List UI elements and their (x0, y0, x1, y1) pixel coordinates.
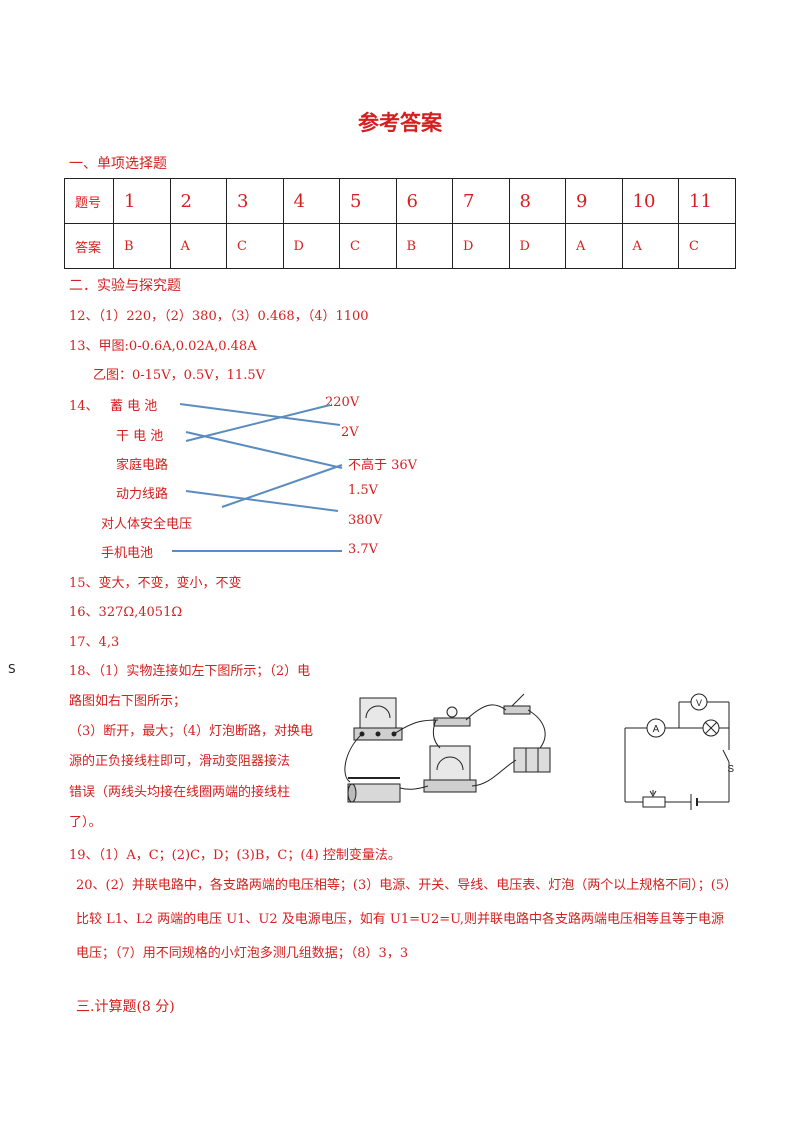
answer-q18-line: 源的正负接线柱即可，滑动变阻器接法 (69, 754, 291, 769)
answer-q15: 15、变大，不变，变小，不变 (69, 576, 242, 591)
switch-device (503, 705, 531, 715)
table-cell-answer: A (621, 223, 679, 269)
match-line (185, 431, 343, 469)
q14-left-item: 对人体安全电压 (101, 517, 193, 532)
voltmeter-device (429, 745, 471, 781)
answer-q18-line: 路图如右下图所示； (69, 694, 187, 709)
table-cell-answer: C (339, 223, 397, 269)
table-header-answer: 答案 (64, 223, 114, 269)
answer-q20-line: 20、(2）并联电路中，各支路两端的电压相等；(3）电源、开关、导线、电压表、灯… (76, 878, 738, 893)
battery-device (513, 747, 551, 773)
ammeter-dial (365, 705, 391, 719)
physical-circuit-illustration (344, 693, 551, 803)
answer-q17: 17、4,3 (69, 635, 120, 650)
table-cell-number: 6 (395, 178, 453, 224)
q14-left-item: 蓄 电 池 (110, 399, 158, 414)
answer-q16: 16、327Ω,4051Ω (69, 605, 183, 620)
answer-q12: 12、（1）220，（2）380，（3）0.468，（4）1100 (69, 309, 369, 324)
q14-left-item: 家庭电路 (116, 458, 169, 473)
circuit-schematic: A V S (624, 693, 734, 810)
ammeter-label: A (653, 724, 660, 735)
q14-matching-lines (172, 403, 343, 552)
section-heading-calc: 三.计算题(8 分) (76, 999, 175, 1015)
table-cell-number: 8 (508, 178, 566, 224)
q14-left-item: 手机电池 (101, 546, 154, 561)
q14-left-item: 干 电 池 (116, 429, 164, 444)
answer-q13-line1: 13、甲图:0-0.6A,0.02A,0.48A (69, 339, 257, 354)
voltmeter-symbol (690, 693, 708, 711)
q14-right-item: 2V (341, 425, 359, 440)
answer-q18-line: 18、（1）实物连接如左下图所示；（2）电 (69, 664, 311, 679)
ammeter-symbol (646, 718, 666, 738)
table-cell-answer: A (565, 223, 623, 269)
match-line (185, 490, 339, 512)
answer-q18-line: 错误（两线头均接在线圈两端的接线柱 (69, 785, 291, 800)
answer-q20-line: 比较 L1、L2 两端的电压 U1、U2 及电源电压，如有 U1=U2=U,则并… (76, 912, 725, 927)
q14-right-item: 220V (325, 395, 360, 410)
table-row-answers: 答案 B A C D C B D D A A C (64, 223, 736, 269)
table-row-numbers: 题号 1 2 3 4 5 6 7 8 9 10 11 (64, 178, 736, 224)
section-heading-experiment: 二．实验与探究题 (69, 278, 181, 294)
answer-q19: 19、（1）A，C；(2)C，D；(3)B，C；(4) 控制变量法。 (69, 848, 401, 863)
match-line (221, 464, 343, 508)
match-line (185, 404, 331, 442)
table-cell-answer: C (678, 223, 736, 269)
section-heading-choice: 一、单项选择题 (69, 156, 167, 172)
answer-q20-line: 电压；（7）用不同规格的小灯泡多测几组数据；（8）3，3 (76, 946, 409, 961)
table-cell-answer: D (508, 223, 566, 269)
answer-q18-line: （3）断开，最大；（4）灯泡断路，对换电 (69, 724, 314, 739)
table-cell-number: 10 (621, 178, 679, 224)
table-cell-answer: C (226, 223, 284, 269)
page-title: 参考答案 (358, 110, 442, 135)
table-cell-answer: D (282, 223, 340, 269)
bulb-device (446, 706, 458, 718)
match-line (179, 403, 341, 426)
q14-right-item: 1.5V (348, 483, 379, 498)
table-cell-number: 4 (282, 178, 340, 224)
rheostat-symbol (642, 796, 666, 808)
margin-mark: S (8, 662, 16, 676)
q14-left-item: 动力线路 (116, 487, 169, 502)
switch-label: S (727, 764, 734, 775)
switch-symbol (722, 749, 730, 763)
answer-q18-line: 了）。 (69, 815, 102, 830)
q14-right-item: 3.7V (348, 542, 379, 557)
ammeter-device (359, 697, 397, 729)
q14-right-item: 380V (348, 513, 383, 528)
q14-label: 14、 (69, 399, 99, 414)
table-cell-number: 7 (452, 178, 510, 224)
table-cell-number: 3 (226, 178, 284, 224)
table-cell-answer: D (452, 223, 510, 269)
table-cell-answer: B (395, 223, 453, 269)
voltmeter-label: V (696, 698, 702, 708)
q14-right-item: 不高于 36V (348, 458, 418, 473)
table-cell-number: 9 (565, 178, 623, 224)
answer-table: 题号 1 2 3 4 5 6 7 8 9 10 11 答案 B A C D C … (64, 178, 736, 269)
table-cell-answer: A (169, 223, 227, 269)
bulb-symbol (702, 719, 720, 737)
answer-q13-line2: 乙图：0-15V，0.5V，11.5V (93, 368, 265, 383)
